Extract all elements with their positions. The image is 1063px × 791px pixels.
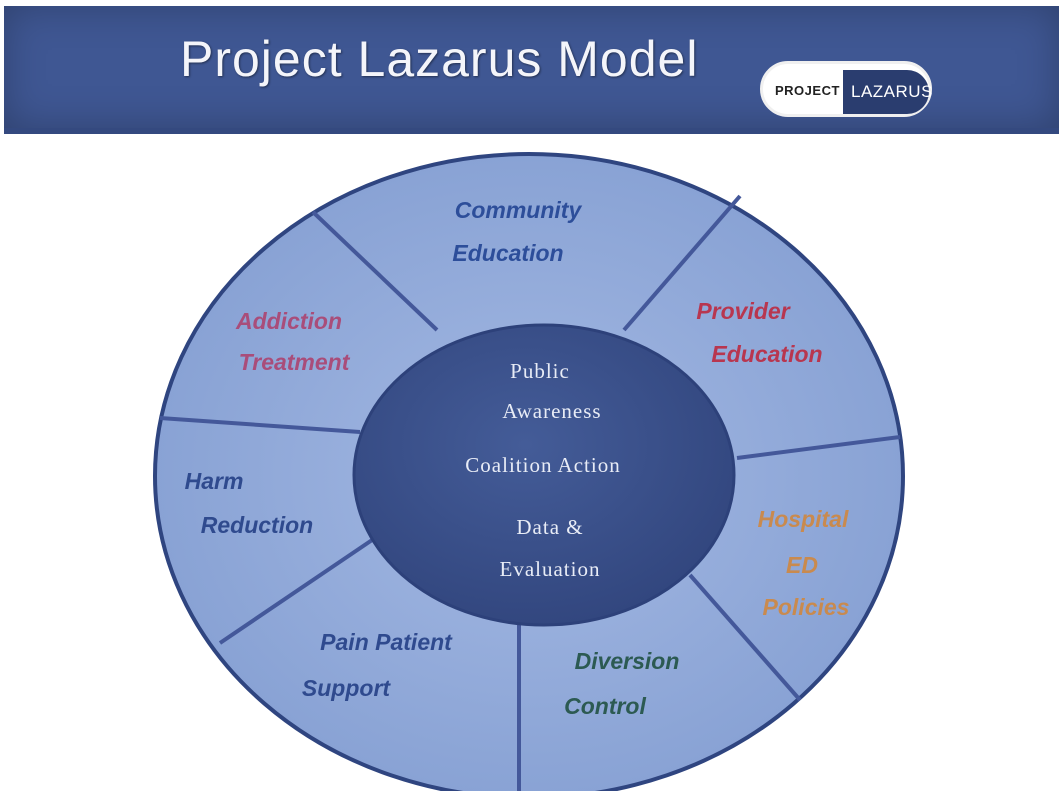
divider bbox=[218, 534, 380, 645]
project-lazarus-logo: PROJECT LAZARUS bbox=[760, 61, 932, 117]
segment-labels: Community Education Provider Education H… bbox=[185, 197, 850, 719]
divider bbox=[311, 210, 439, 332]
core-public: Public bbox=[510, 359, 570, 383]
title-bar: Project Lazarus Model PROJECT LAZARUS bbox=[4, 6, 1059, 134]
segment-dividers bbox=[159, 194, 901, 791]
divider bbox=[159, 416, 361, 434]
logo-badge: LAZARUS bbox=[843, 70, 932, 114]
diversion-control-label-2: Control bbox=[564, 693, 646, 719]
page-title: Project Lazarus Model bbox=[180, 31, 699, 87]
hospital-policies-label-1: Hospital bbox=[758, 506, 849, 532]
harm-reduction-label-1: Harm bbox=[185, 468, 244, 494]
pain-patient-support-label-1: Pain Patient bbox=[320, 629, 453, 655]
hospital-policies-label-2: ED bbox=[786, 552, 818, 578]
divider bbox=[688, 573, 802, 702]
provider-education-label-2: Education bbox=[711, 341, 822, 367]
core-coalition-action: Coalition Action bbox=[465, 453, 620, 477]
core-circle bbox=[352, 323, 736, 627]
harm-reduction-label-2: Reduction bbox=[201, 512, 313, 538]
hospital-policies-label-3: Policies bbox=[763, 594, 850, 620]
core-evaluation: Evaluation bbox=[500, 557, 601, 581]
diversion-control-label-1: Diversion bbox=[575, 648, 680, 674]
core-awareness: Awareness bbox=[502, 399, 601, 423]
addiction-treatment-label-2: Treatment bbox=[239, 349, 351, 375]
divider bbox=[736, 435, 901, 460]
provider-education-label-1: Provider bbox=[696, 298, 790, 324]
logo-word-lazarus: LAZARUS bbox=[851, 82, 933, 101]
addiction-treatment-label-1: Addiction bbox=[235, 308, 342, 334]
community-education-label-1: Community bbox=[455, 197, 583, 223]
community-education-label-2: Education bbox=[452, 240, 563, 266]
core-data: Data & bbox=[516, 515, 583, 539]
pain-patient-support-label-2: Support bbox=[302, 675, 391, 701]
divider bbox=[622, 194, 742, 332]
core-labels: Public Awareness Coalition Action Data &… bbox=[465, 359, 620, 581]
logo-word-project: PROJECT bbox=[775, 83, 840, 98]
